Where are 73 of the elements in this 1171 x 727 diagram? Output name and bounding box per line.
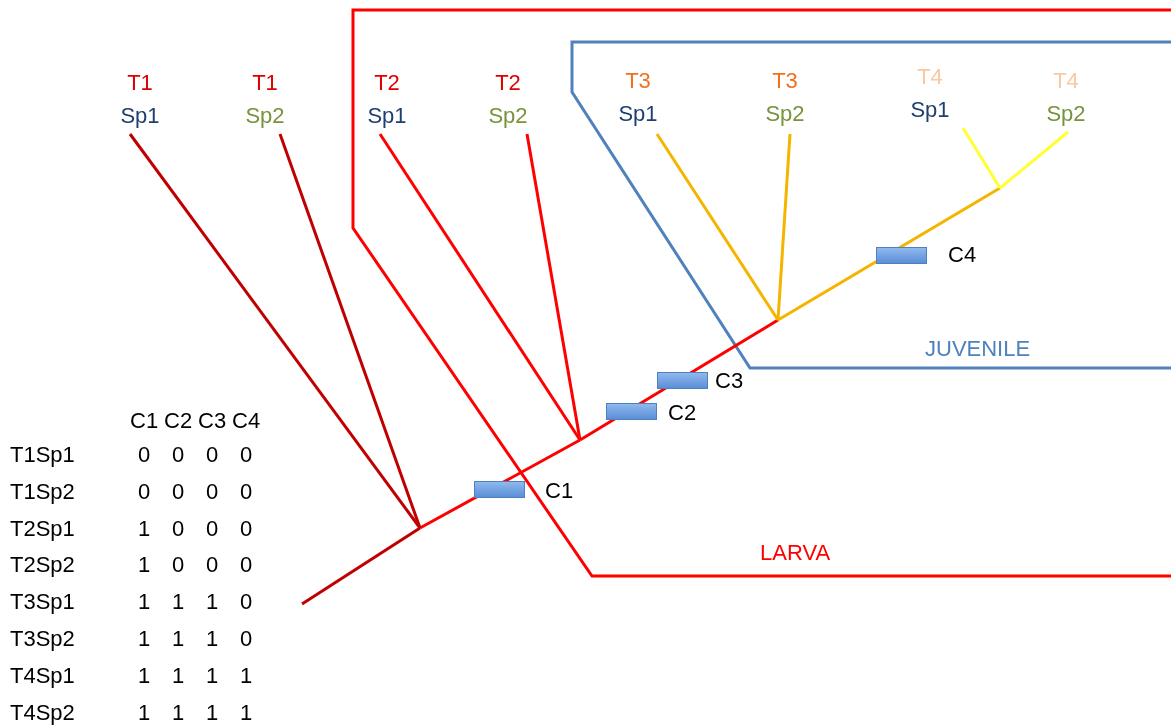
character-state: 0	[206, 552, 219, 579]
tree-branch	[525, 133, 582, 441]
column-header: C3	[198, 408, 227, 434]
character-state: 0	[240, 515, 253, 542]
taxon-label: T2	[373, 70, 401, 96]
tree-branch	[999, 130, 1069, 190]
character-label: C1	[545, 478, 574, 504]
tree-branch	[128, 133, 422, 529]
character-state: 1	[240, 662, 253, 689]
character-state: 1	[138, 626, 151, 652]
character-state: 1	[172, 589, 185, 616]
tree-branch	[655, 133, 780, 321]
taxon-label: T1	[126, 70, 154, 96]
row-header: T4Sp1	[10, 662, 75, 689]
character-state: 1	[206, 699, 219, 726]
character-state: 1	[172, 699, 185, 726]
taxon-label: T2	[494, 70, 522, 96]
character-state: 1	[138, 589, 151, 616]
character-label: C4	[948, 242, 977, 268]
row-header: T1Sp2	[10, 478, 75, 505]
character-state: 0	[172, 478, 185, 505]
character-state: 0	[240, 589, 253, 616]
column-header: C2	[164, 408, 193, 434]
column-header: C4	[232, 408, 261, 434]
character-state: 1	[172, 626, 185, 652]
taxon-label: T3	[624, 68, 652, 94]
character-label: C3	[715, 368, 744, 394]
row-header: T3Sp1	[10, 589, 75, 616]
character-state: 0	[206, 442, 219, 468]
tree-branch	[961, 127, 1002, 189]
character-state: 1	[138, 662, 151, 689]
taxon-label: T4	[916, 64, 944, 90]
character-label: C2	[668, 400, 697, 426]
character-state: 1	[206, 662, 219, 689]
species-label: Sp1	[366, 103, 408, 129]
character-state: 0	[206, 478, 219, 505]
row-header: T2Sp1	[10, 515, 75, 542]
species-label: Sp2	[1045, 101, 1087, 127]
species-label: Sp1	[909, 97, 951, 123]
character-state: 1	[172, 662, 185, 689]
tree-branch	[278, 133, 422, 529]
species-label: Sp2	[244, 103, 286, 129]
character-state: 0	[138, 442, 151, 468]
character-state: 1	[138, 515, 151, 542]
character-state: 1	[138, 552, 151, 579]
character-state: 0	[240, 442, 253, 468]
character-state: 0	[240, 626, 253, 652]
row-header: T4Sp2	[10, 699, 75, 726]
row-header: T1Sp1	[10, 442, 75, 468]
character-state: 0	[138, 478, 151, 505]
species-label: Sp1	[119, 103, 161, 129]
character-state: 1	[206, 589, 219, 616]
character-state: 1	[138, 699, 151, 726]
character-state: 1	[206, 626, 219, 652]
region-label: LARVA	[760, 540, 831, 566]
character-state: 0	[240, 552, 253, 579]
character-state: 0	[172, 442, 185, 468]
column-header: C1	[130, 408, 159, 434]
taxon-label: T3	[771, 68, 799, 94]
taxon-label: T4	[1052, 68, 1080, 94]
species-label: Sp2	[764, 101, 806, 127]
row-header: T3Sp2	[10, 626, 75, 652]
character-state: 0	[206, 515, 219, 542]
species-label: Sp2	[487, 103, 529, 129]
species-label: Sp1	[617, 101, 659, 127]
tree-branch	[776, 133, 792, 321]
character-state: 0	[240, 478, 253, 505]
character-state: 0	[172, 515, 185, 542]
region-label: JUVENILE	[925, 336, 1031, 362]
row-header: T2Sp2	[10, 552, 75, 579]
taxon-label: T1	[251, 70, 279, 96]
character-state: 1	[240, 699, 253, 726]
character-state: 0	[172, 552, 185, 579]
